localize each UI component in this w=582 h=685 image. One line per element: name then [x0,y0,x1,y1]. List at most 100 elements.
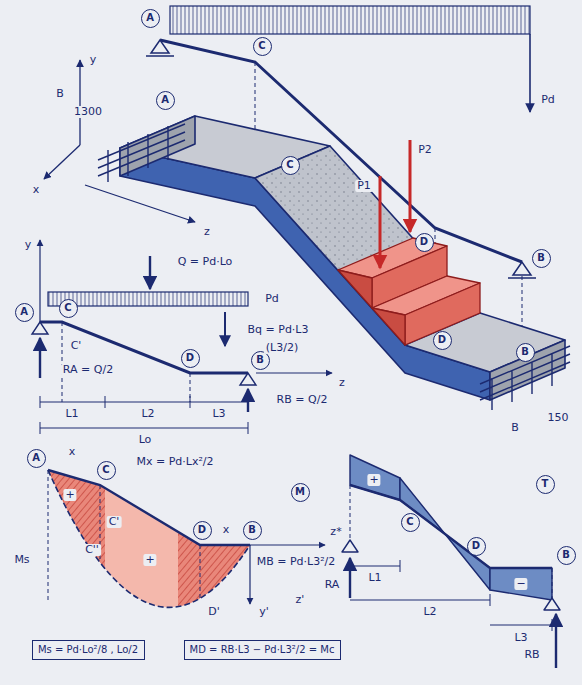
beam-axis [255,62,522,350]
point-circle: B [557,546,576,565]
static-scheme [39,240,40,330]
point-letter: A [146,12,154,24]
diagram-label: x [221,524,232,536]
point-circle: D [193,521,212,540]
support-symbol [513,262,531,275]
diagram-label: Pd [539,94,557,106]
formula-text: MD = RB·L3 − Pd·L3²/2 = Mc [190,644,335,656]
point-letter: M [295,486,305,498]
point-circle: B [532,249,551,268]
axes [44,60,195,222]
point-circle: C [281,156,300,175]
moment-diagram [48,465,253,620]
load-band [529,34,531,112]
point-circle: D [415,233,434,252]
static-scheme [32,322,256,385]
diagram-label: Q = Pd·Lo [176,256,235,268]
diagram-label: z [337,377,347,389]
diagram-label: x [67,446,78,458]
rebar [480,346,570,410]
point-circle: A [156,91,175,110]
diagram-label: D' [206,606,222,618]
diagram-label: z' [294,594,307,606]
point-letter: D [420,236,428,248]
moment-diagram [178,500,253,620]
diagram-label: + [143,554,156,566]
diagram-label: MB = Pd·L3²/2 [255,556,338,568]
diagram-label: − [514,578,527,590]
axes [85,185,195,222]
diagram-label: + [63,489,76,501]
static-scheme [149,256,151,289]
static-scheme [40,396,248,434]
diagram-label: B [54,88,66,100]
moment-diagram [48,470,200,600]
point-letter: B [256,354,264,366]
steps [372,308,405,345]
shear-diagram [490,568,552,600]
diagram-label: L2 [421,606,438,618]
point-letter: A [161,94,169,106]
moment-diagram [48,470,250,607]
diagram-label: L3 [210,408,227,420]
diagram-label: Pd [263,293,281,305]
load-band [170,6,530,112]
load-band [170,6,530,34]
point-letter: T [542,478,549,490]
diagram-label: RA = Q/2 [61,364,115,376]
diagram-label: L1 [366,572,383,584]
diagram-label: B [509,422,521,434]
support-symbol [146,55,174,57]
diagram-label: L3 [512,632,529,644]
point-circle: C [59,299,78,318]
shear-diagram [350,485,552,598]
diagram-label: RB = Q/2 [275,394,330,406]
moment-diagram [250,544,325,545]
point-circle: D [433,331,452,350]
rebar [98,124,185,182]
diagram-label: Bq = Pd·L3 [246,324,311,336]
static-scheme [32,240,332,434]
point-circle: A [141,9,160,28]
point-letter: B [248,524,256,536]
diagram-label: y [88,54,99,66]
diagram-label: x [31,184,42,196]
diagram-label: Lo [137,434,154,446]
diagram-label: (L3/2) [264,342,300,354]
point-letter: D [186,352,194,364]
shear-diagram [350,485,552,568]
point-letter: B [562,549,570,561]
point-circle: D [467,537,486,556]
support-symbol [151,40,169,53]
support-symbol [508,277,536,279]
formula-box: Ms = Pd·Lo²/8 , Lo/2 [32,640,145,660]
point-circle: A [27,449,46,468]
steps [405,283,480,345]
point-letter: A [20,306,28,318]
diagram-label: C' [107,516,122,528]
diagram-label: z* [328,526,343,538]
moment-diagram [249,545,250,604]
formula-text: Ms = Pd·Lo²/8 , Lo/2 [38,644,138,656]
stair-slab [120,116,330,178]
moment-diagram [48,470,250,545]
point-circle: B [243,521,262,540]
diagram-label: Mx = Pd·Lx²/2 [134,456,215,468]
shear-diagram [342,455,560,668]
point-circle: A [15,303,34,322]
point-circle: D [181,349,200,368]
diagram-label: y' [257,606,271,618]
stair-slab [255,146,480,345]
diagram-label: RA [323,579,342,591]
diagram-label: L2 [139,408,156,420]
point-letter: D [198,524,206,536]
formula-box: MD = RB·L3 − Pd·L3²/2 = Mc [184,640,341,660]
diagram-label: P2 [416,144,434,156]
static-scheme [48,292,248,306]
point-circle: B [516,343,535,362]
static-scheme [224,312,226,346]
point-letter: C [286,159,293,171]
point-circle: T [536,475,555,494]
axes [79,60,80,145]
point-letter: D [438,334,446,346]
